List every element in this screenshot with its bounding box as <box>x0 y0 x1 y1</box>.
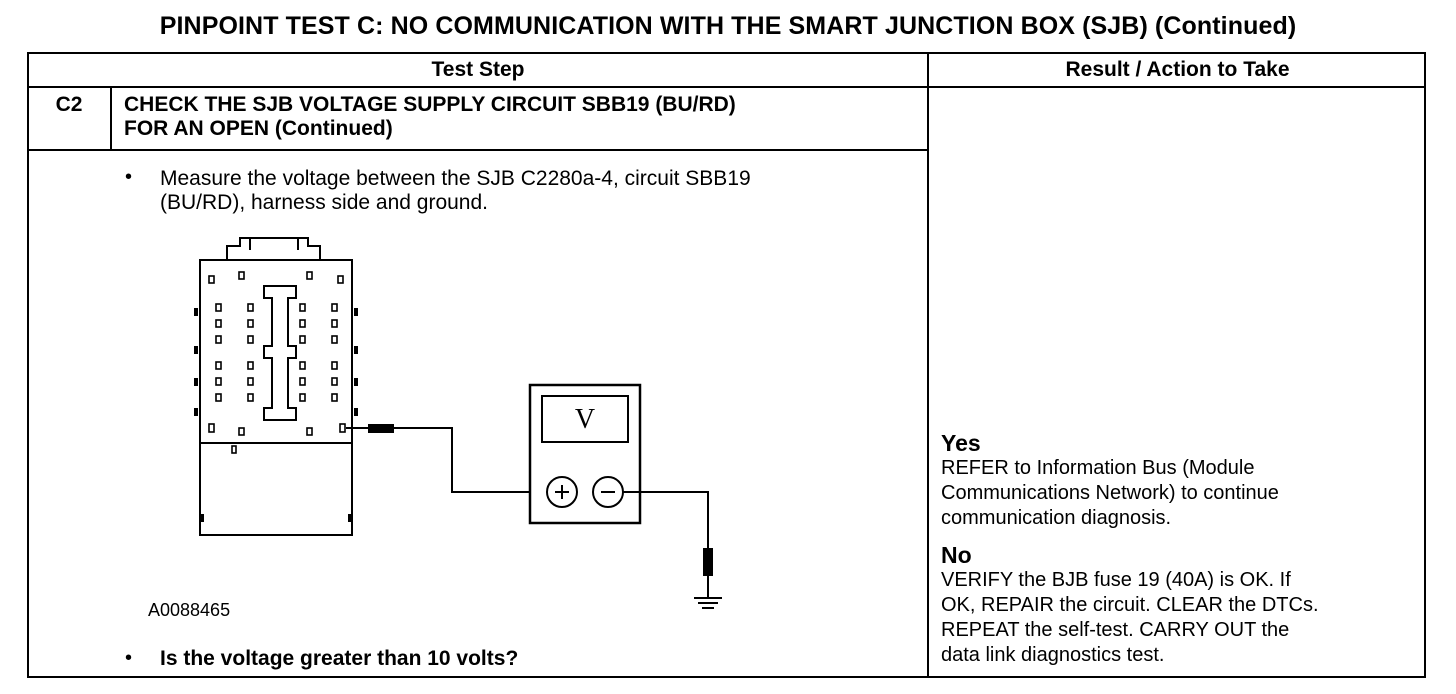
instruction-line: Measure the voltage between the SJB C228… <box>160 167 751 190</box>
header-test-step: Test Step <box>431 58 525 81</box>
bullet-marker: • <box>125 647 133 669</box>
result-line: communication diagnosis. <box>941 507 1172 529</box>
figure-id: A0088465 <box>148 600 231 620</box>
step-title-divider <box>27 149 929 151</box>
table-border-right <box>1424 52 1426 678</box>
instruction-line: (BU/RD), harness side and ground. <box>160 191 488 214</box>
result-line: Communications Network) to continue <box>941 482 1279 504</box>
page-title: PINPOINT TEST C: NO COMMUNICATION WITH T… <box>159 12 1297 40</box>
header-divider <box>27 86 1426 88</box>
result-line: REPEAT the self-test. CARRY OUT the <box>941 619 1290 641</box>
result-line: REFER to Information Bus (Module <box>941 457 1255 479</box>
ground-icon <box>694 597 722 609</box>
result-label: Yes <box>941 430 981 456</box>
voltmeter-symbol: V <box>575 404 595 435</box>
step-question: Is the voltage greater than 10 volts? <box>160 647 519 670</box>
measure-instruction: Measure the voltage between the SJB C228… <box>160 167 910 215</box>
step-title: CHECK THE SJB VOLTAGE SUPPLY CIRCUIT SBB… <box>124 93 914 141</box>
result-no: No VERIFY the BJB fuse 19 (40A) is OK. I… <box>941 542 1423 668</box>
result-yes: Yes REFER to Information Bus (Module Com… <box>941 430 1423 531</box>
voltmeter-display <box>541 395 629 443</box>
step-number: C2 <box>55 93 83 116</box>
table-border-top <box>27 52 1426 54</box>
result-line: OK, REPAIR the circuit. CLEAR the DTCs. <box>941 594 1319 616</box>
table-border-left <box>27 52 29 678</box>
connector-voltmeter-diagram: V <box>194 237 722 609</box>
header-result-action: Result / Action to Take <box>1065 58 1290 81</box>
result-label: No <box>941 542 972 568</box>
step-number-divider <box>110 86 112 150</box>
connector-body <box>199 259 353 536</box>
table-border-bottom <box>27 676 1426 678</box>
step-title-line: FOR AN OPEN (Continued) <box>124 117 393 140</box>
result-line: data link diagnostics test. <box>941 644 1165 666</box>
column-divider <box>927 52 929 678</box>
result-line: VERIFY the BJB fuse 19 (40A) is OK. If <box>941 569 1291 591</box>
bullet-marker: • <box>125 166 133 188</box>
step-title-line: CHECK THE SJB VOLTAGE SUPPLY CIRCUIT SBB… <box>124 93 736 116</box>
negative-probe <box>703 548 713 576</box>
positive-probe <box>368 424 394 433</box>
